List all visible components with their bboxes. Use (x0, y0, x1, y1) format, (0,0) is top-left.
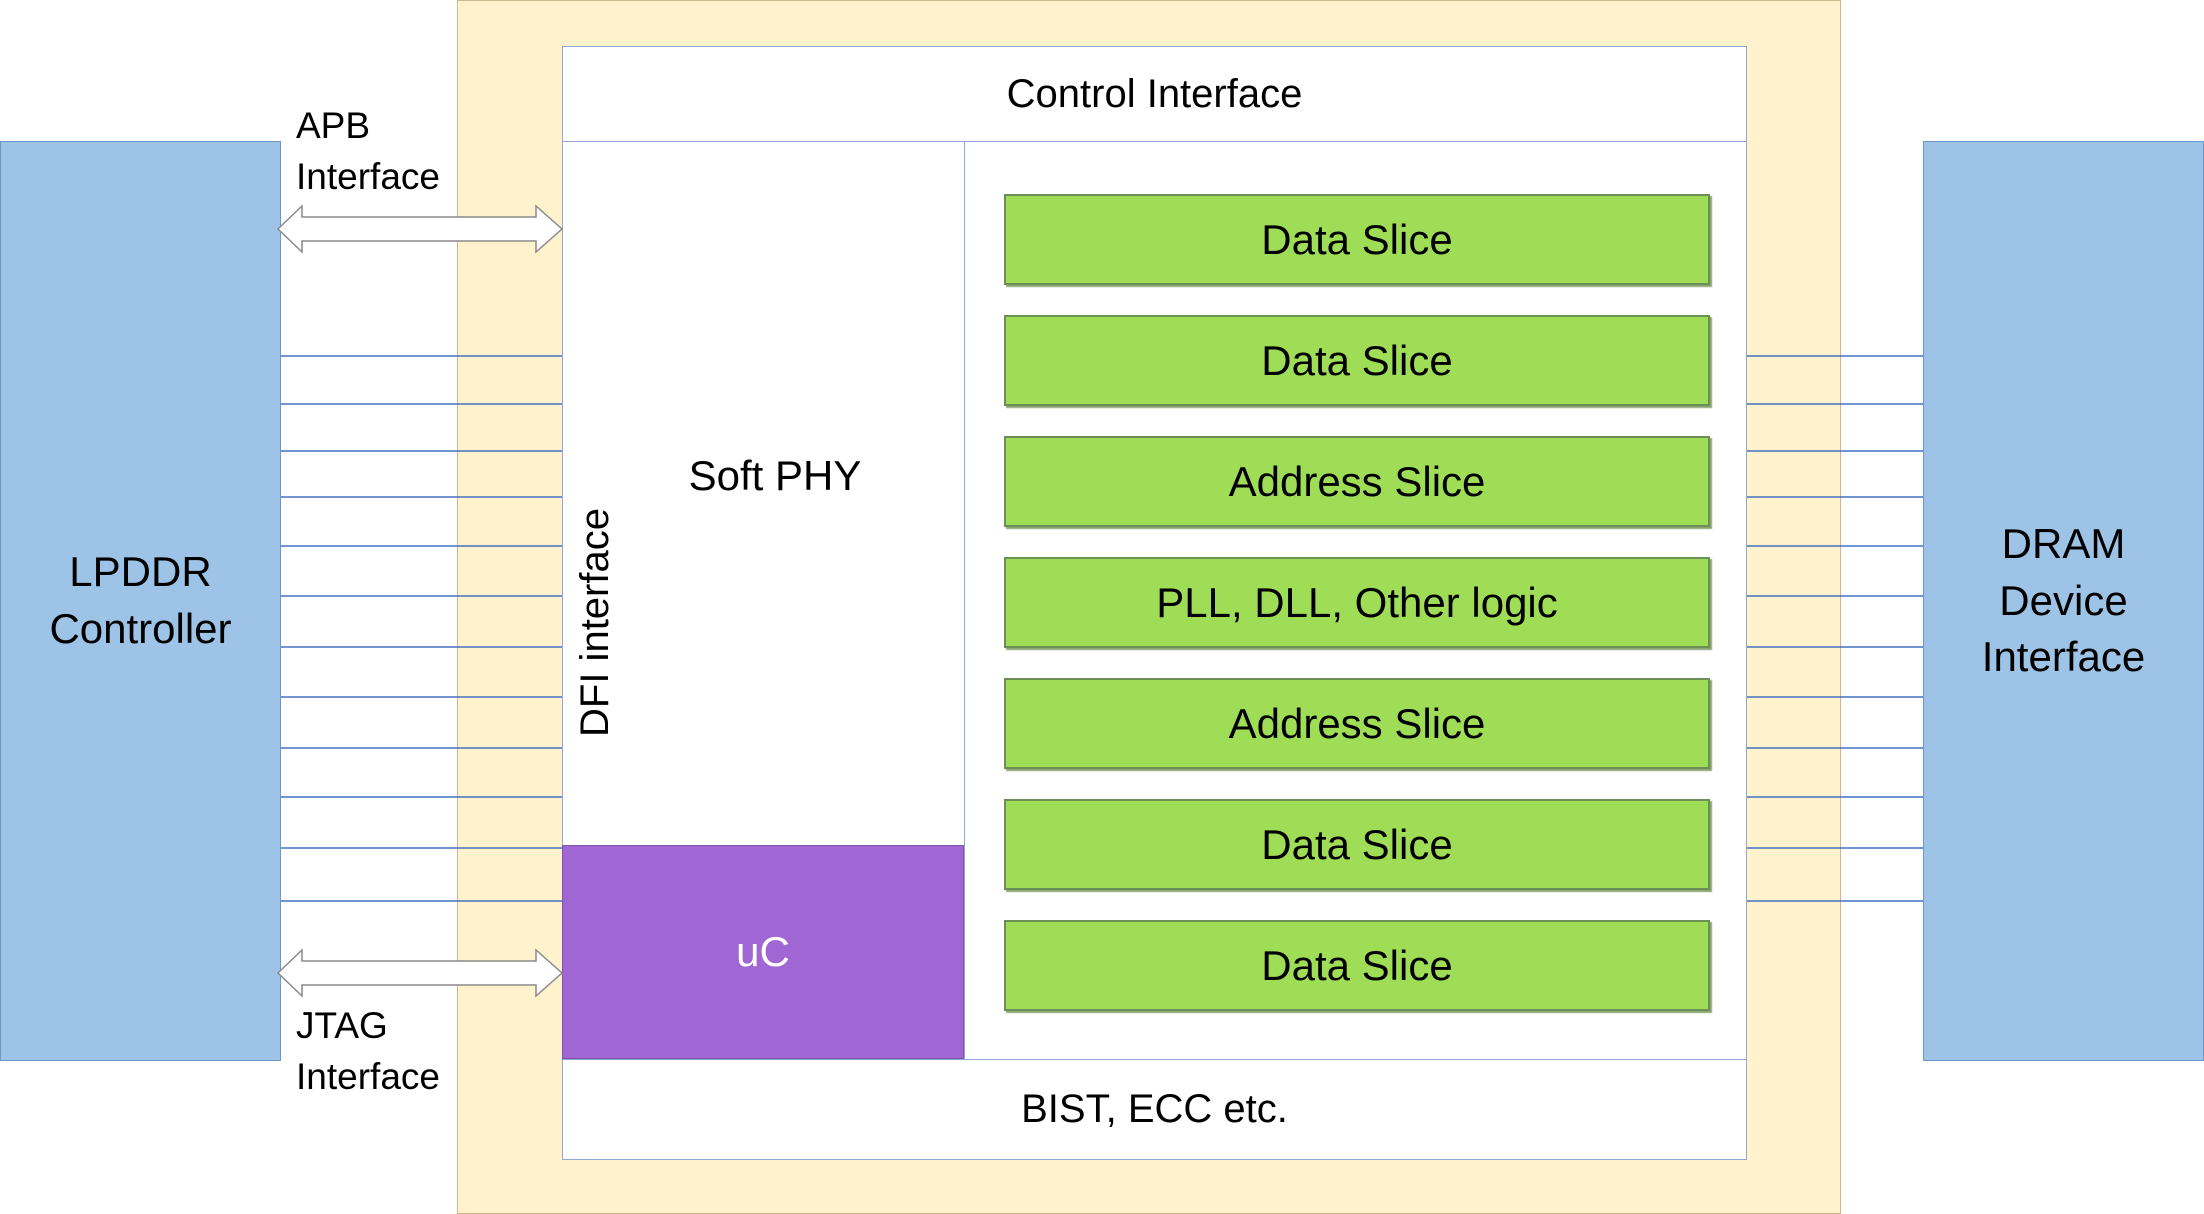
slice-label: Data Slice (1261, 336, 1453, 384)
lpddr-controller-block: LPDDR Controller (0, 141, 281, 1061)
control-interface-label: Control Interface (1006, 72, 1303, 116)
uc-block: uC (562, 845, 964, 1059)
jtag-bidirectional-arrow (276, 948, 564, 998)
control-interface-panel: Control Interface (562, 46, 1747, 143)
address-slice-2: Address Slice (1004, 678, 1710, 769)
data-slice-4: Data Slice (1004, 920, 1710, 1011)
dram-signal-lines (1747, 355, 1923, 902)
slice-label: Data Slice (1261, 215, 1453, 263)
slice-label: PLL, DLL, Other logic (1156, 578, 1558, 626)
apb-bidirectional-arrow (276, 204, 564, 254)
dram-device-interface-label: DRAM Device Interface (1981, 519, 2146, 681)
lpddr-controller-label: LPDDR Controller (49, 548, 232, 652)
pll-dll-other-logic-slice: PLL, DLL, Other logic (1004, 557, 1710, 648)
address-slice-1: Address Slice (1004, 436, 1710, 527)
slice-label: Address Slice (1228, 699, 1486, 747)
bist-ecc-panel: BIST, ECC etc. (562, 1059, 1747, 1160)
data-slice-2: Data Slice (1004, 315, 1710, 406)
apb-interface-label: APB Interface (296, 105, 440, 197)
soft-phy-label: Soft PHY (688, 451, 862, 499)
data-slice-1: Data Slice (1004, 194, 1710, 285)
dfi-signal-lines (281, 355, 562, 902)
slice-label: Address Slice (1228, 457, 1486, 505)
bist-ecc-label: BIST, ECC etc. (1021, 1087, 1288, 1131)
slice-label: Data Slice (1261, 820, 1453, 868)
uc-label: uC (736, 928, 790, 975)
jtag-interface-label: JTAG Interface (296, 1005, 440, 1097)
slice-label: Data Slice (1261, 941, 1453, 989)
data-slice-3: Data Slice (1004, 799, 1710, 890)
